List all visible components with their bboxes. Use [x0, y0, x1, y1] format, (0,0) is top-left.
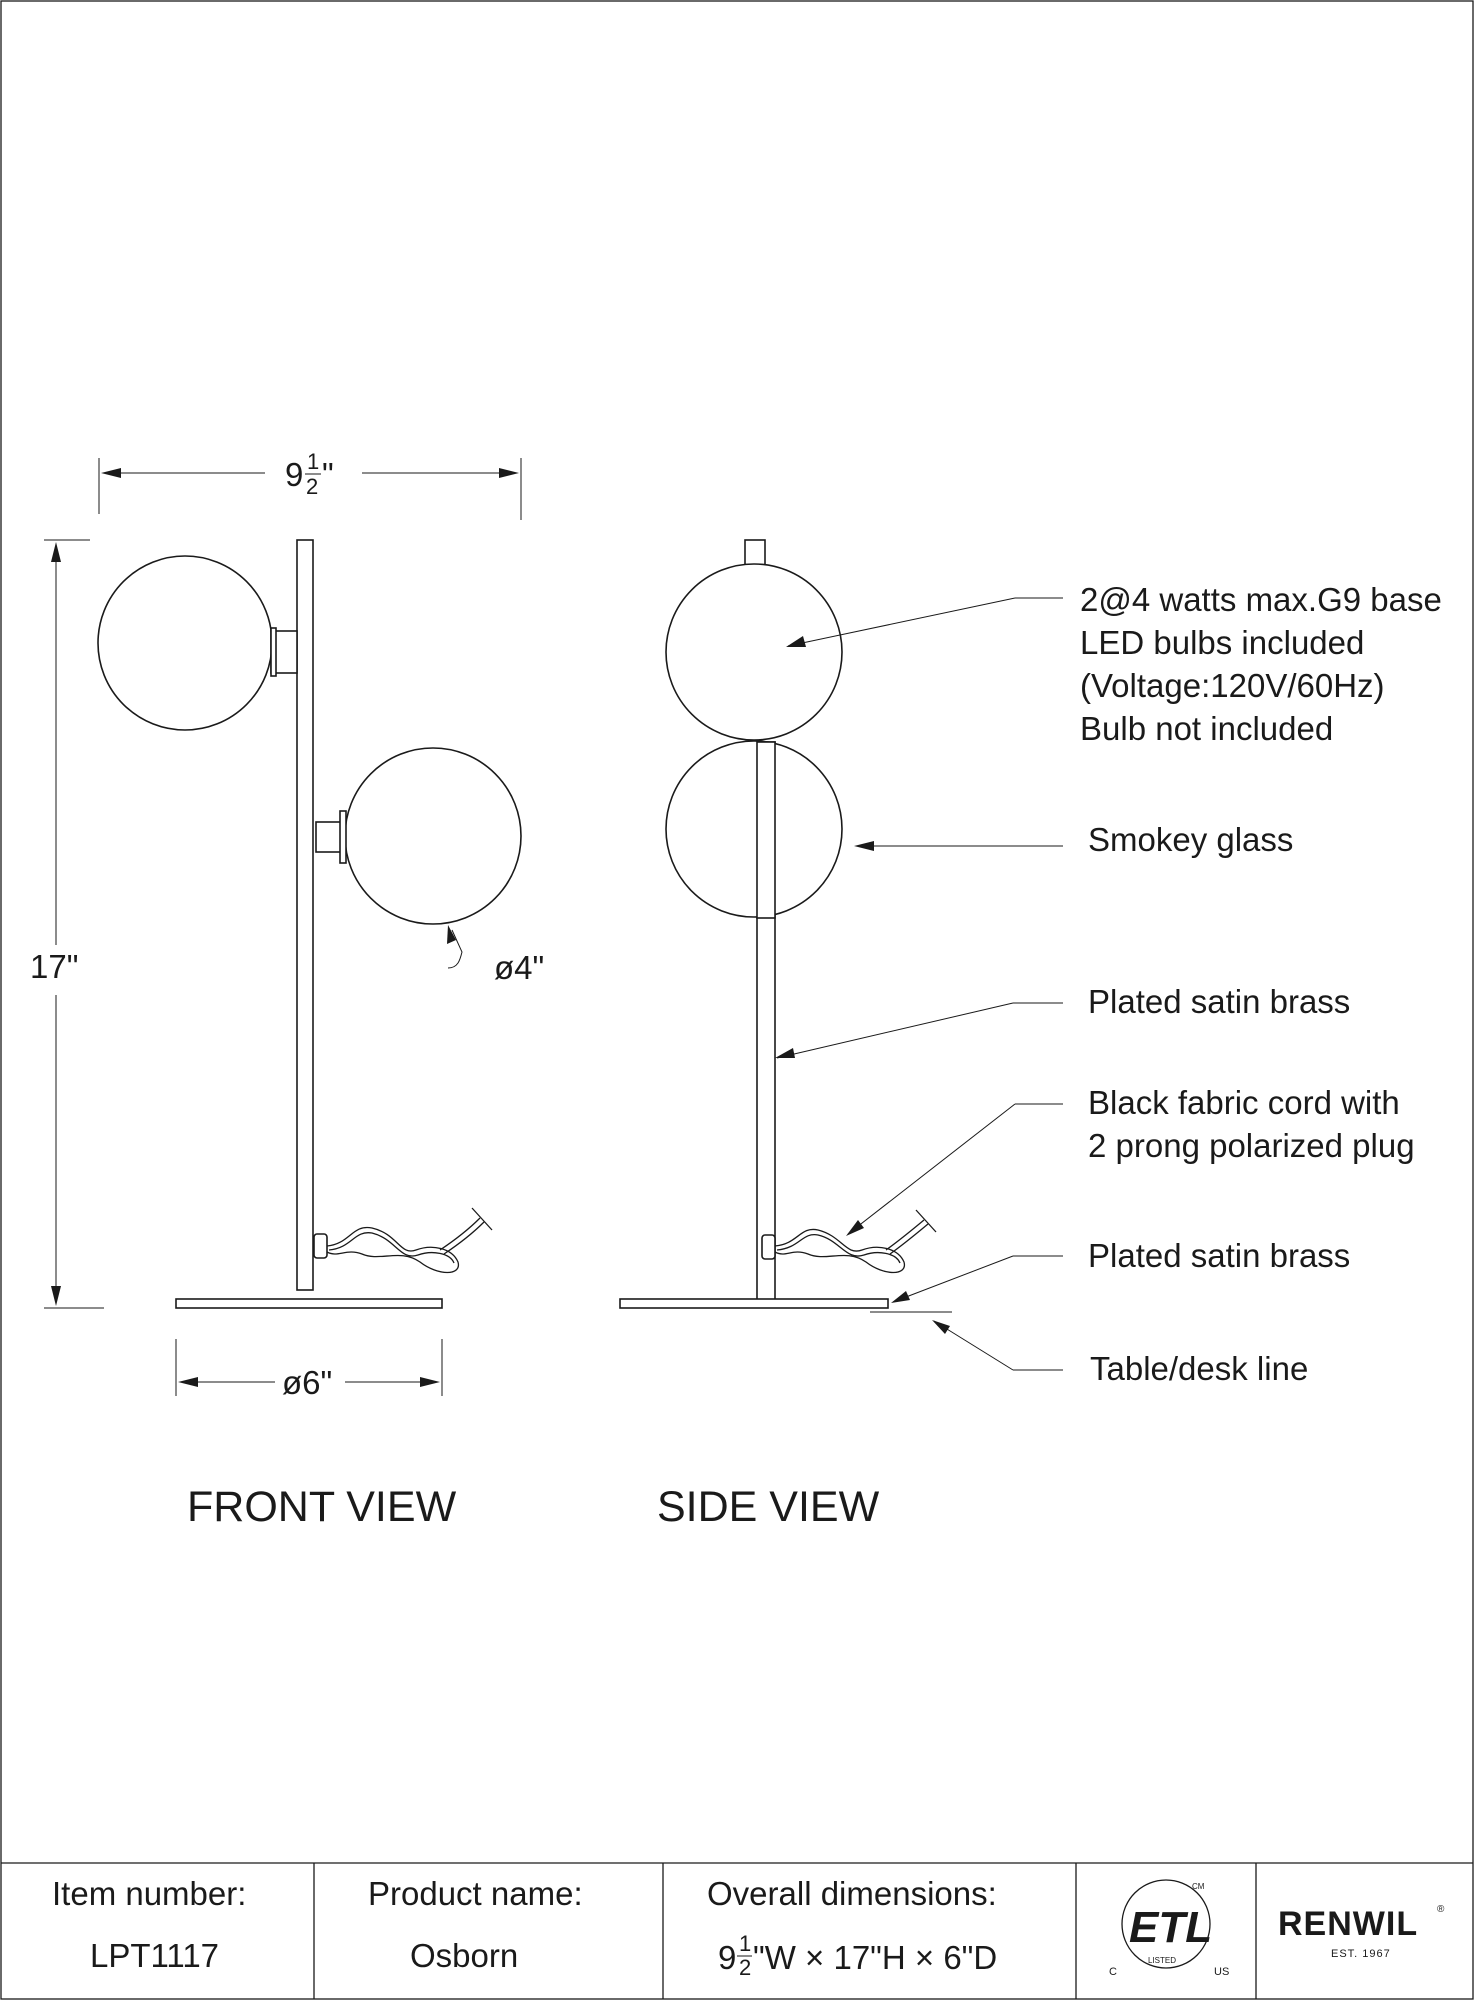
overall-dimensions-numerator: 1	[739, 1931, 751, 1956]
side-lower-globe	[665, 740, 843, 918]
overall-dimensions-whole: 9	[718, 1939, 736, 1976]
title-block: Item number: LPT1117 Product name: Osbor…	[1, 1862, 1473, 1999]
callout-base: Plated satin brass	[891, 1237, 1350, 1303]
etl-listed-text: LISTED	[1148, 1956, 1176, 1965]
front-lower-socket	[315, 821, 343, 853]
product-name-label: Product name:	[368, 1875, 583, 1912]
etl-listed-mark: ETL C US CM LISTED	[1109, 1879, 1229, 1978]
etl-c-mark: C	[1109, 1966, 1117, 1978]
height-dimension-label: 17"	[30, 948, 78, 985]
callout-bulb-line3: (Voltage:120V/60Hz)	[1080, 667, 1385, 704]
front-upper-globe	[97, 555, 273, 731]
globe-diameter-callout: ø4"	[447, 925, 544, 986]
brand-name: RENWIL	[1278, 1905, 1418, 1943]
callout-glass: Smokey glass	[854, 821, 1293, 858]
callout-cord: Black fabric cord with 2 prong polarized…	[846, 1084, 1415, 1236]
front-lower-socket-collar	[339, 810, 347, 864]
height-dimension: 17"	[30, 539, 104, 1309]
width-dimension-inch: "	[322, 456, 334, 493]
overall-dimensions-rest: "W × 17"H × 6"D	[753, 1939, 997, 1976]
base-diameter-label: ø6"	[282, 1364, 332, 1401]
front-base	[175, 1298, 443, 1309]
callout-stem: Plated satin brass	[775, 983, 1350, 1059]
side-cord-grommet	[761, 1234, 776, 1260]
front-cord	[326, 1207, 493, 1274]
front-stem	[296, 539, 314, 1291]
width-dimension-whole: 9	[285, 456, 303, 493]
brand-registered: ®	[1437, 1904, 1445, 1915]
base-dimension: ø6"	[175, 1339, 443, 1401]
side-cord	[774, 1209, 937, 1274]
front-view-drawing: 9 1 2 " 17" ø4"	[30, 449, 544, 1531]
callout-table-text: Table/desk line	[1090, 1350, 1308, 1387]
front-cord-grommet	[313, 1233, 328, 1259]
item-number-value: LPT1117	[90, 1937, 219, 1974]
callout-bulb-line1: 2@4 watts max.G9 base	[1080, 581, 1442, 618]
side-stem-over-globe	[756, 741, 776, 919]
callout-bulb-line4: Bulb not included	[1080, 710, 1333, 747]
item-number-label: Item number:	[52, 1875, 246, 1912]
side-base	[619, 1298, 889, 1309]
callout-bulb: 2@4 watts max.G9 base LED bulbs included…	[786, 581, 1442, 747]
callout-table: Table/desk line	[932, 1320, 1308, 1387]
front-upper-socket-collar	[270, 627, 277, 677]
callout-glass-text: Smokey glass	[1088, 821, 1293, 858]
side-view-title: SIDE VIEW	[657, 1483, 880, 1531]
callout-base-text: Plated satin brass	[1088, 1237, 1350, 1274]
front-view-title: FRONT VIEW	[187, 1483, 457, 1531]
product-name-value: Osborn	[410, 1937, 518, 1974]
callout-bulb-line2: LED bulbs included	[1080, 624, 1364, 661]
width-dimension-numerator: 1	[307, 449, 319, 474]
renwil-logo: RENWIL ® EST. 1967	[1278, 1904, 1445, 1960]
etl-us-mark: US	[1214, 1966, 1229, 1978]
callout-cord-line1: Black fabric cord with	[1088, 1084, 1400, 1121]
etl-mark-letters: ETL	[1129, 1903, 1212, 1952]
front-lower-globe	[344, 747, 522, 925]
etl-cm-mark: CM	[1192, 1882, 1205, 1891]
callout-cord-line2: 2 prong polarized plug	[1088, 1127, 1415, 1164]
overall-dimensions-label: Overall dimensions:	[707, 1875, 997, 1912]
side-view-drawing: SIDE VIEW	[619, 539, 952, 1531]
callout-stem-text: Plated satin brass	[1088, 983, 1350, 1020]
brand-established: EST. 1967	[1331, 1948, 1391, 1960]
globe-diameter-label: ø4"	[494, 949, 544, 986]
width-dimension-denominator: 2	[306, 474, 318, 499]
side-upper-globe	[665, 563, 843, 741]
overall-dimensions-denominator: 2	[739, 1955, 751, 1980]
width-dimension: 9 1 2 "	[98, 449, 522, 520]
